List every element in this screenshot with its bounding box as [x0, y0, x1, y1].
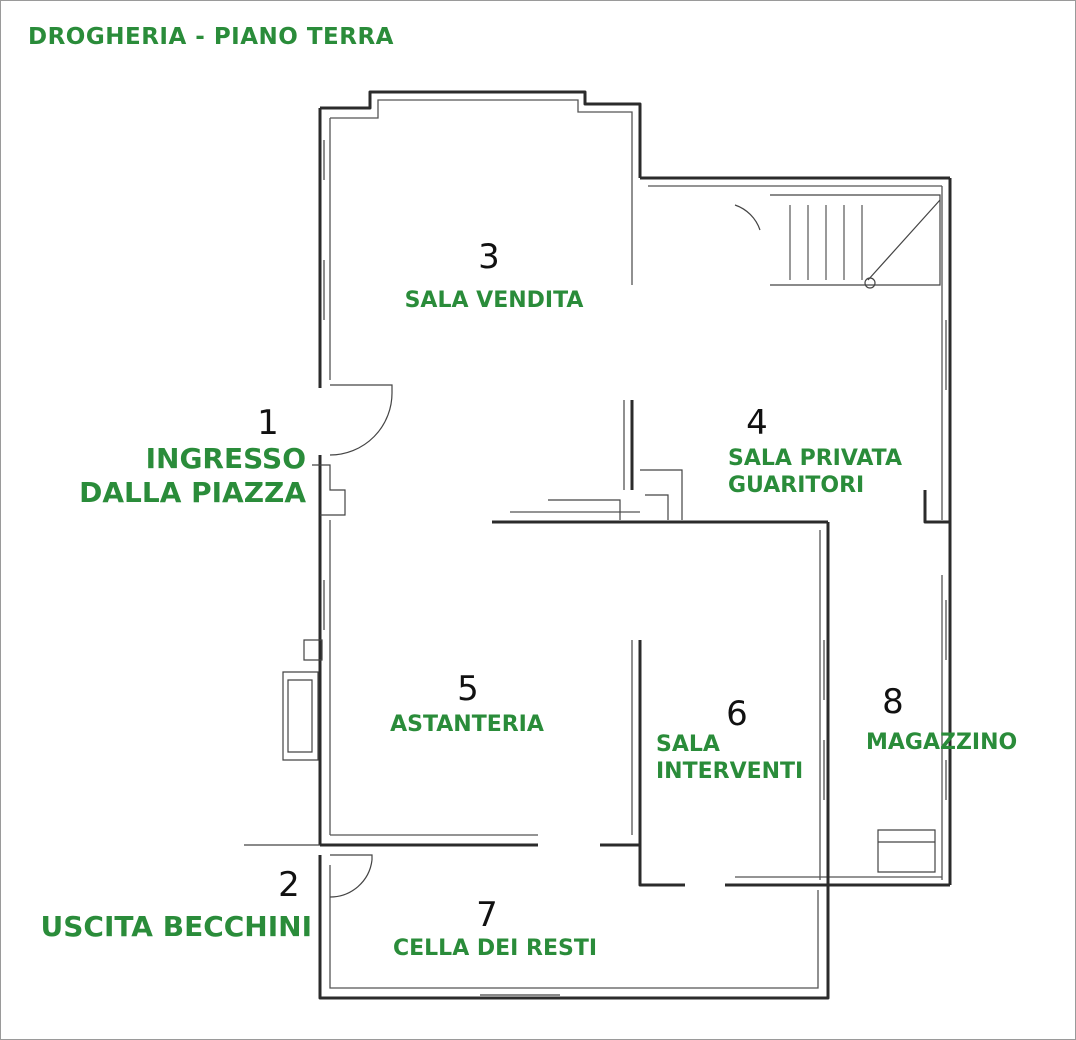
room-label-3-line-1: SALA VENDITA — [404, 288, 584, 313]
room-label-5-line-1: ASTANTERIA — [390, 712, 544, 737]
room-label-4-line-1: SALA PRIVATA — [728, 446, 903, 471]
wall-windows — [323, 140, 947, 996]
room-label-1: INGRESSO DALLA PIAZZA — [79, 442, 306, 510]
room-number-7: 7 — [476, 895, 498, 935]
room-label-3: SALA VENDITA — [405, 288, 584, 315]
room-label-5: ASTANTERIA — [390, 712, 544, 739]
map-title: DROGHERIA - PIANO TERRA — [28, 24, 394, 50]
room-number-5: 5 — [457, 669, 479, 709]
room-label-4-line-2: GUARITORI — [728, 472, 865, 498]
room-number-1: 1 — [257, 403, 279, 443]
outer-walls — [318, 90, 952, 1000]
room-label-1-line-1: INGRESSO — [145, 442, 306, 475]
room-number-4: 4 — [746, 403, 768, 443]
room-number-2: 2 — [278, 865, 300, 905]
room-label-6: SALA INTERVENTI — [656, 732, 803, 786]
room-number-3: 3 — [478, 237, 500, 277]
exit-door — [244, 844, 373, 898]
room-label-7-line-1: CELLA DEI RESTI — [392, 936, 598, 961]
counter — [548, 469, 683, 520]
room-label-6-line-2: INTERVENTI — [656, 758, 804, 784]
room-label-1-line-2: DALLA PIAZZA — [79, 476, 306, 510]
room-number-6: 6 — [726, 694, 748, 734]
room-label-8-line-1: MAGAZZINO — [866, 730, 1018, 755]
room-label-4: SALA PRIVATA GUARITORI — [728, 446, 902, 500]
side-window — [282, 639, 323, 761]
room-number-8: 8 — [882, 682, 904, 722]
room-label-8: MAGAZZINO — [866, 730, 1017, 757]
room-label-2-line-1: USCITA BECCHINI — [40, 910, 312, 943]
room-label-7: CELLA DEI RESTI — [393, 936, 597, 963]
staircase — [734, 194, 941, 289]
room-label-6-line-1: SALA — [656, 732, 720, 757]
storage-crate — [877, 829, 936, 873]
entrance-door — [312, 380, 393, 516]
room-label-2: USCITA BECCHINI — [41, 910, 312, 944]
